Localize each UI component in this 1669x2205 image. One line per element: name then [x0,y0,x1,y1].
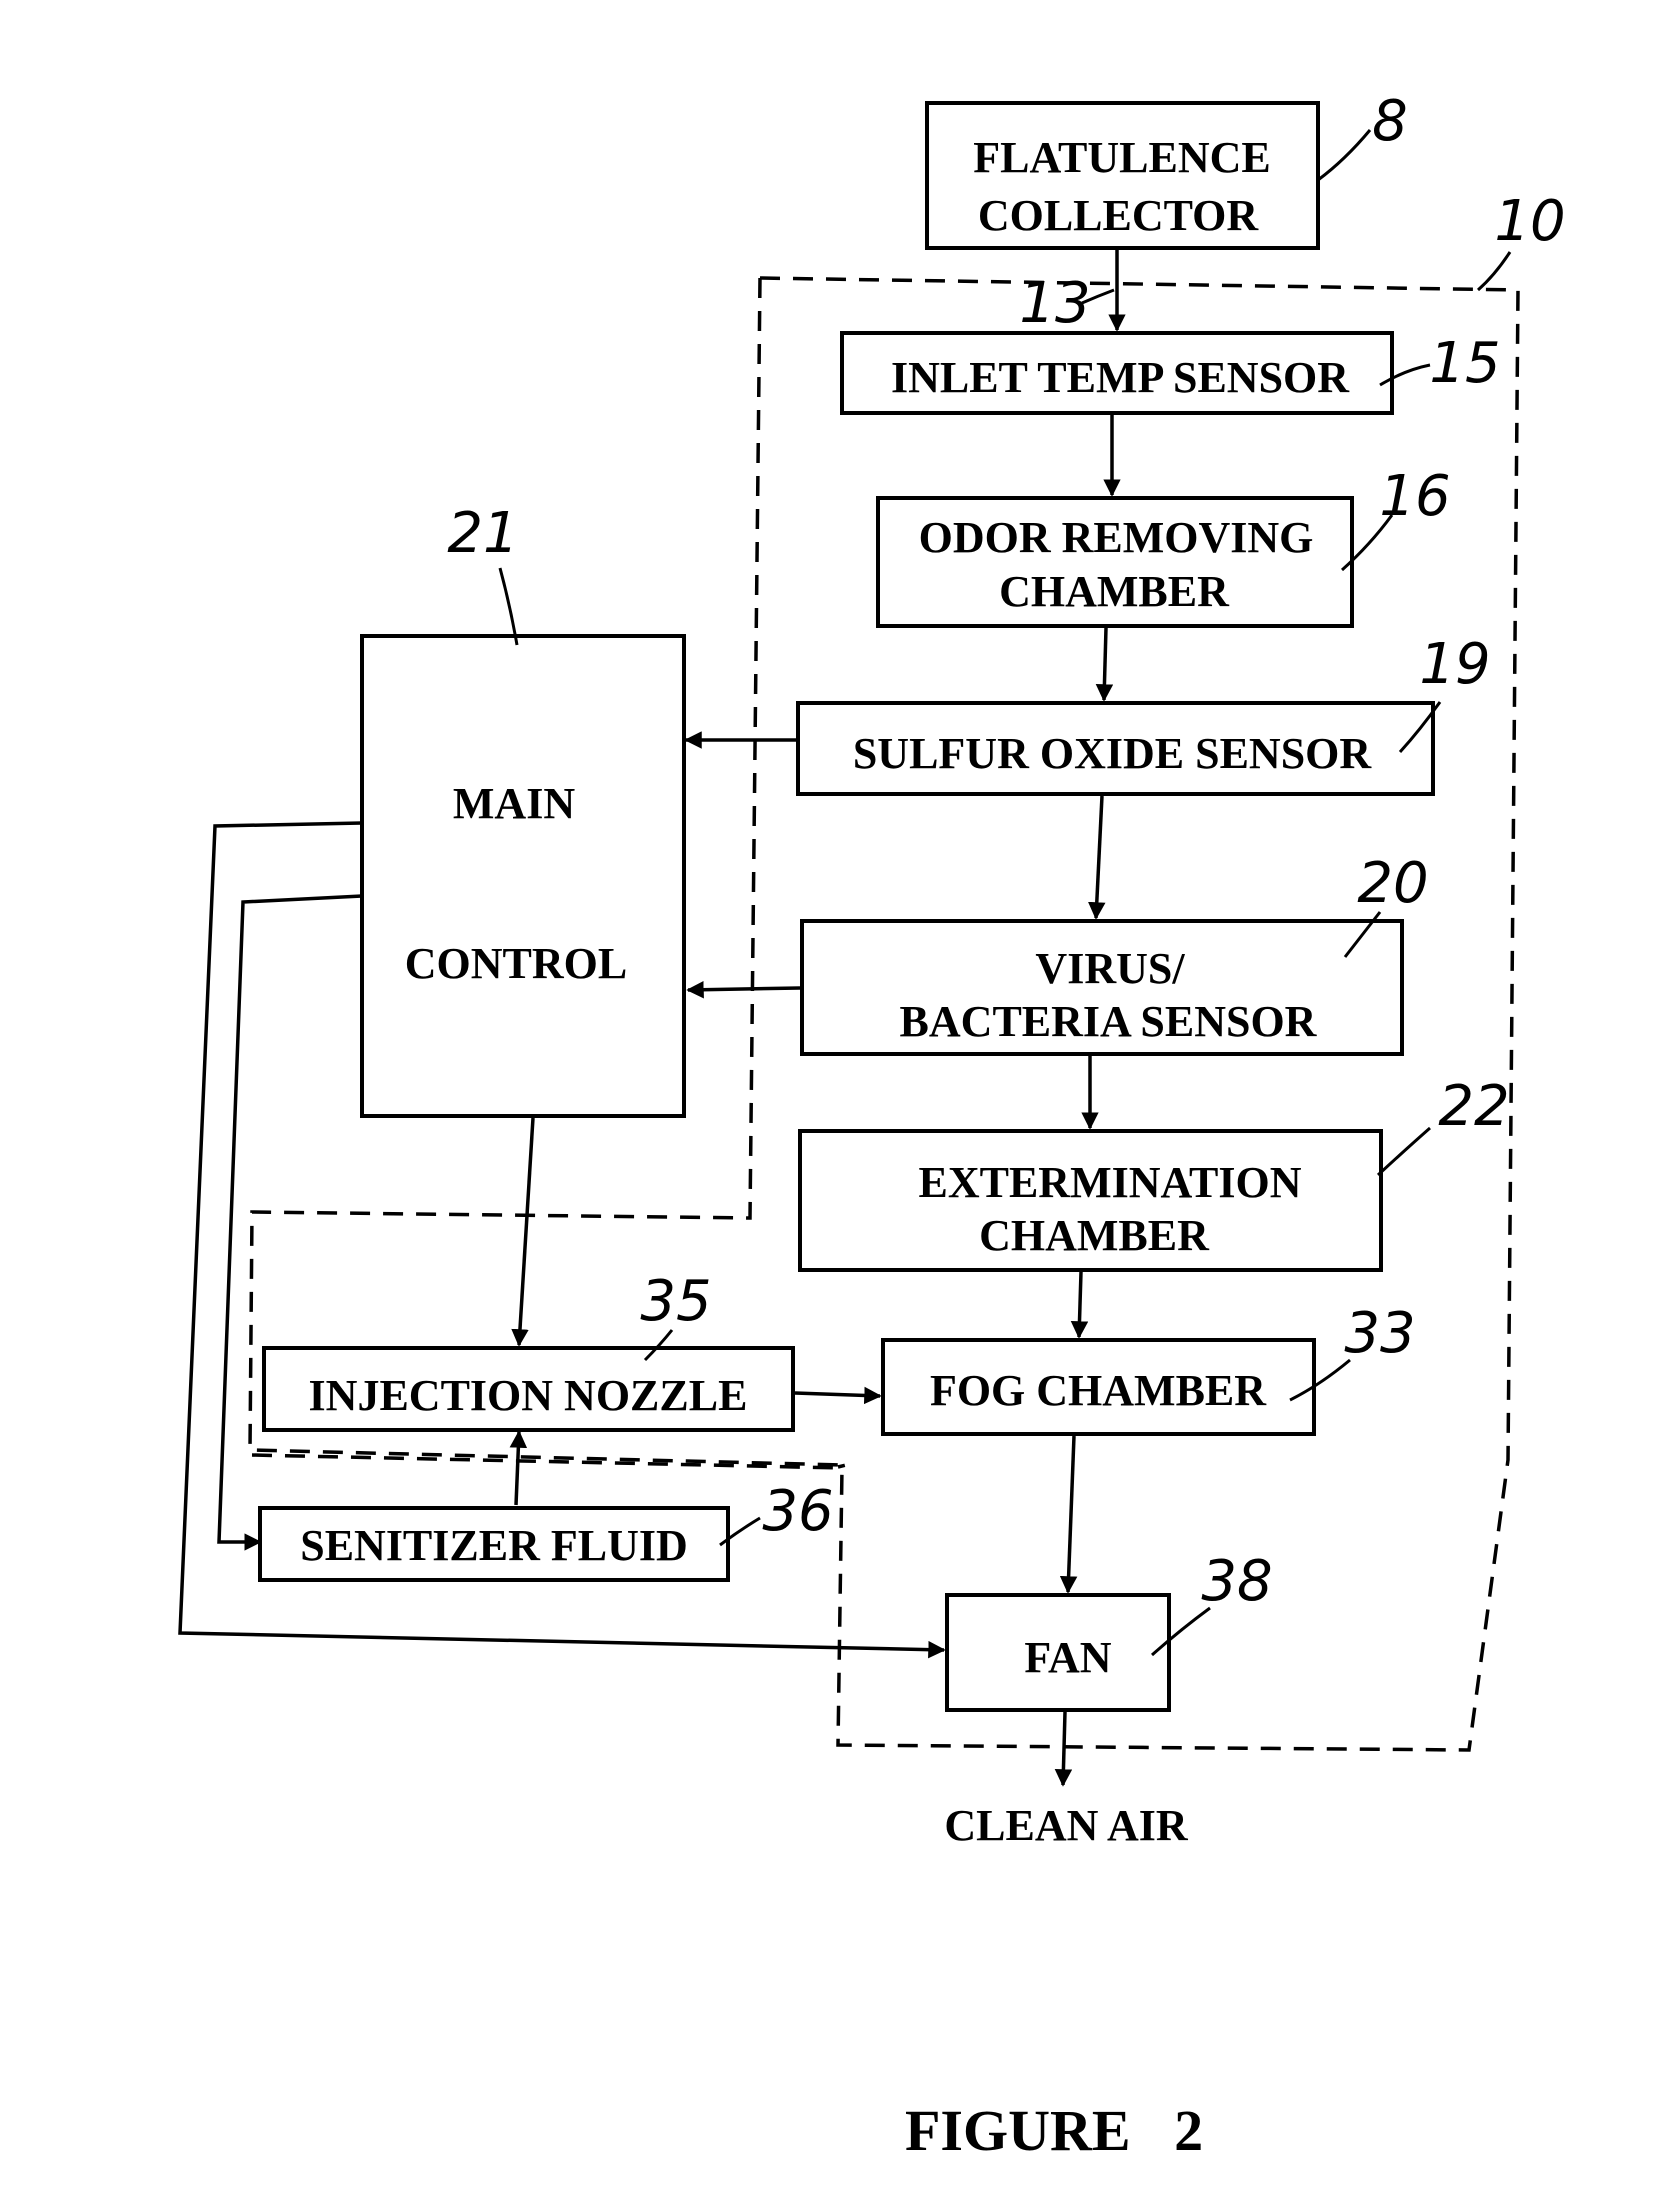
inlet-temp-sensor-box: INLET TEMP SENSOR [840,331,1394,415]
ref-virus-leader [1343,911,1382,958]
ref-exterm-leader [1376,1126,1431,1177]
senitizer-fluid-box: SENITIZER FLUID [258,1506,730,1582]
odor-removing-line2: CHAMBER [999,567,1230,616]
ref-collector-leader [1317,129,1372,182]
connector-exterm-to-fog [1070,1271,1089,1339]
main-control-line2: CONTROL [405,939,627,988]
ref-unit-leader [1477,251,1512,292]
ref-collector: 8 [1372,89,1408,154]
ref-fog-leader [1289,1358,1351,1402]
connector-virus-to-control [686,980,801,999]
ref-fluid: 36 [762,1479,833,1544]
ref-unit: 10 [1494,189,1565,254]
ref-inlet-temp: 15 [1429,331,1500,396]
virus-bacteria-line2: BACTERIA SENSOR [900,997,1318,1046]
connector-fan-to-clean-air [1054,1711,1073,1787]
ref-nozzle-leader [643,1329,674,1362]
fog-chamber-box: FOG CHAMBER [881,1338,1316,1436]
connector-fog-to-fan [1059,1435,1078,1594]
flatulence-collector-line1: FLATULENCE [973,133,1270,182]
ref-sulfur-leader [1398,701,1442,754]
ref-inlet-leader [1081,288,1115,305]
connector-fluid-to-nozzle [509,1430,528,1506]
ref-fog: 33 [1344,1301,1415,1366]
fog-chamber-label: FOG CHAMBER [930,1366,1267,1415]
virus-bacteria-line1: VIRUS/ [1035,944,1185,993]
ref-control: 21 [447,501,518,566]
figure-caption: FIGURE 2 [905,2098,1203,2163]
odor-removing-chamber-box: ODOR REMOVING CHAMBER [876,496,1354,628]
extermination-chamber-box: EXTERMINATION CHAMBER [798,1129,1383,1272]
ref-exterm: 22 [1438,1074,1509,1139]
extermination-line2: CHAMBER [979,1211,1210,1260]
ref-virus: 20 [1357,851,1428,916]
ref-inlet-temp-leader [1379,363,1431,387]
connector-odor-to-sulfur [1095,627,1114,702]
ref-sulfur: 19 [1419,632,1490,697]
ref-odor-leader [1341,514,1394,572]
fan-label: FAN [1024,1633,1111,1682]
injection-nozzle-label: INJECTION NOZZLE [309,1371,748,1420]
ref-fan: 38 [1201,1549,1272,1614]
inlet-temp-sensor-label: INLET TEMP SENSOR [891,353,1350,402]
flatulence-collector-line2: COLLECTOR [978,191,1260,240]
sulfur-oxide-sensor-box: SULFUR OXIDE SENSOR [796,701,1435,796]
ref-nozzle: 35 [640,1269,711,1334]
sulfur-oxide-sensor-label: SULFUR OXIDE SENSOR [853,729,1373,778]
flatulence-collector-box: FLATULENCE COLLECTOR [925,101,1320,250]
connector-control-to-nozzle [511,1117,535,1347]
connector-control-to-fan [178,821,946,1659]
injection-nozzle-box: INJECTION NOZZLE [262,1346,795,1432]
extermination-line1: EXTERMINATION [918,1158,1301,1207]
senitizer-fluid-label: SENITIZER FLUID [300,1521,688,1570]
unit-enclosure-outline [248,276,1520,1752]
connector-control-to-fluid [217,894,363,1551]
virus-bacteria-sensor-box: VIRUS/ BACTERIA SENSOR [800,919,1404,1056]
ref-inlet: 13 [1019,271,1090,336]
odor-removing-line1: ODOR REMOVING [919,513,1314,562]
ref-control-leader [498,567,519,646]
fan-box: FAN [945,1593,1171,1712]
main-control-box: MAIN CONTROL [360,634,686,1118]
ref-fluid-leader [719,1516,761,1547]
main-control-line1: MAIN [453,779,575,828]
connector-nozzle-to-fog [794,1386,882,1405]
connector-sulfur-to-virus [1088,795,1106,920]
clean-air-label: CLEAN AIR [944,1801,1188,1850]
ref-fan-leader [1151,1606,1211,1657]
